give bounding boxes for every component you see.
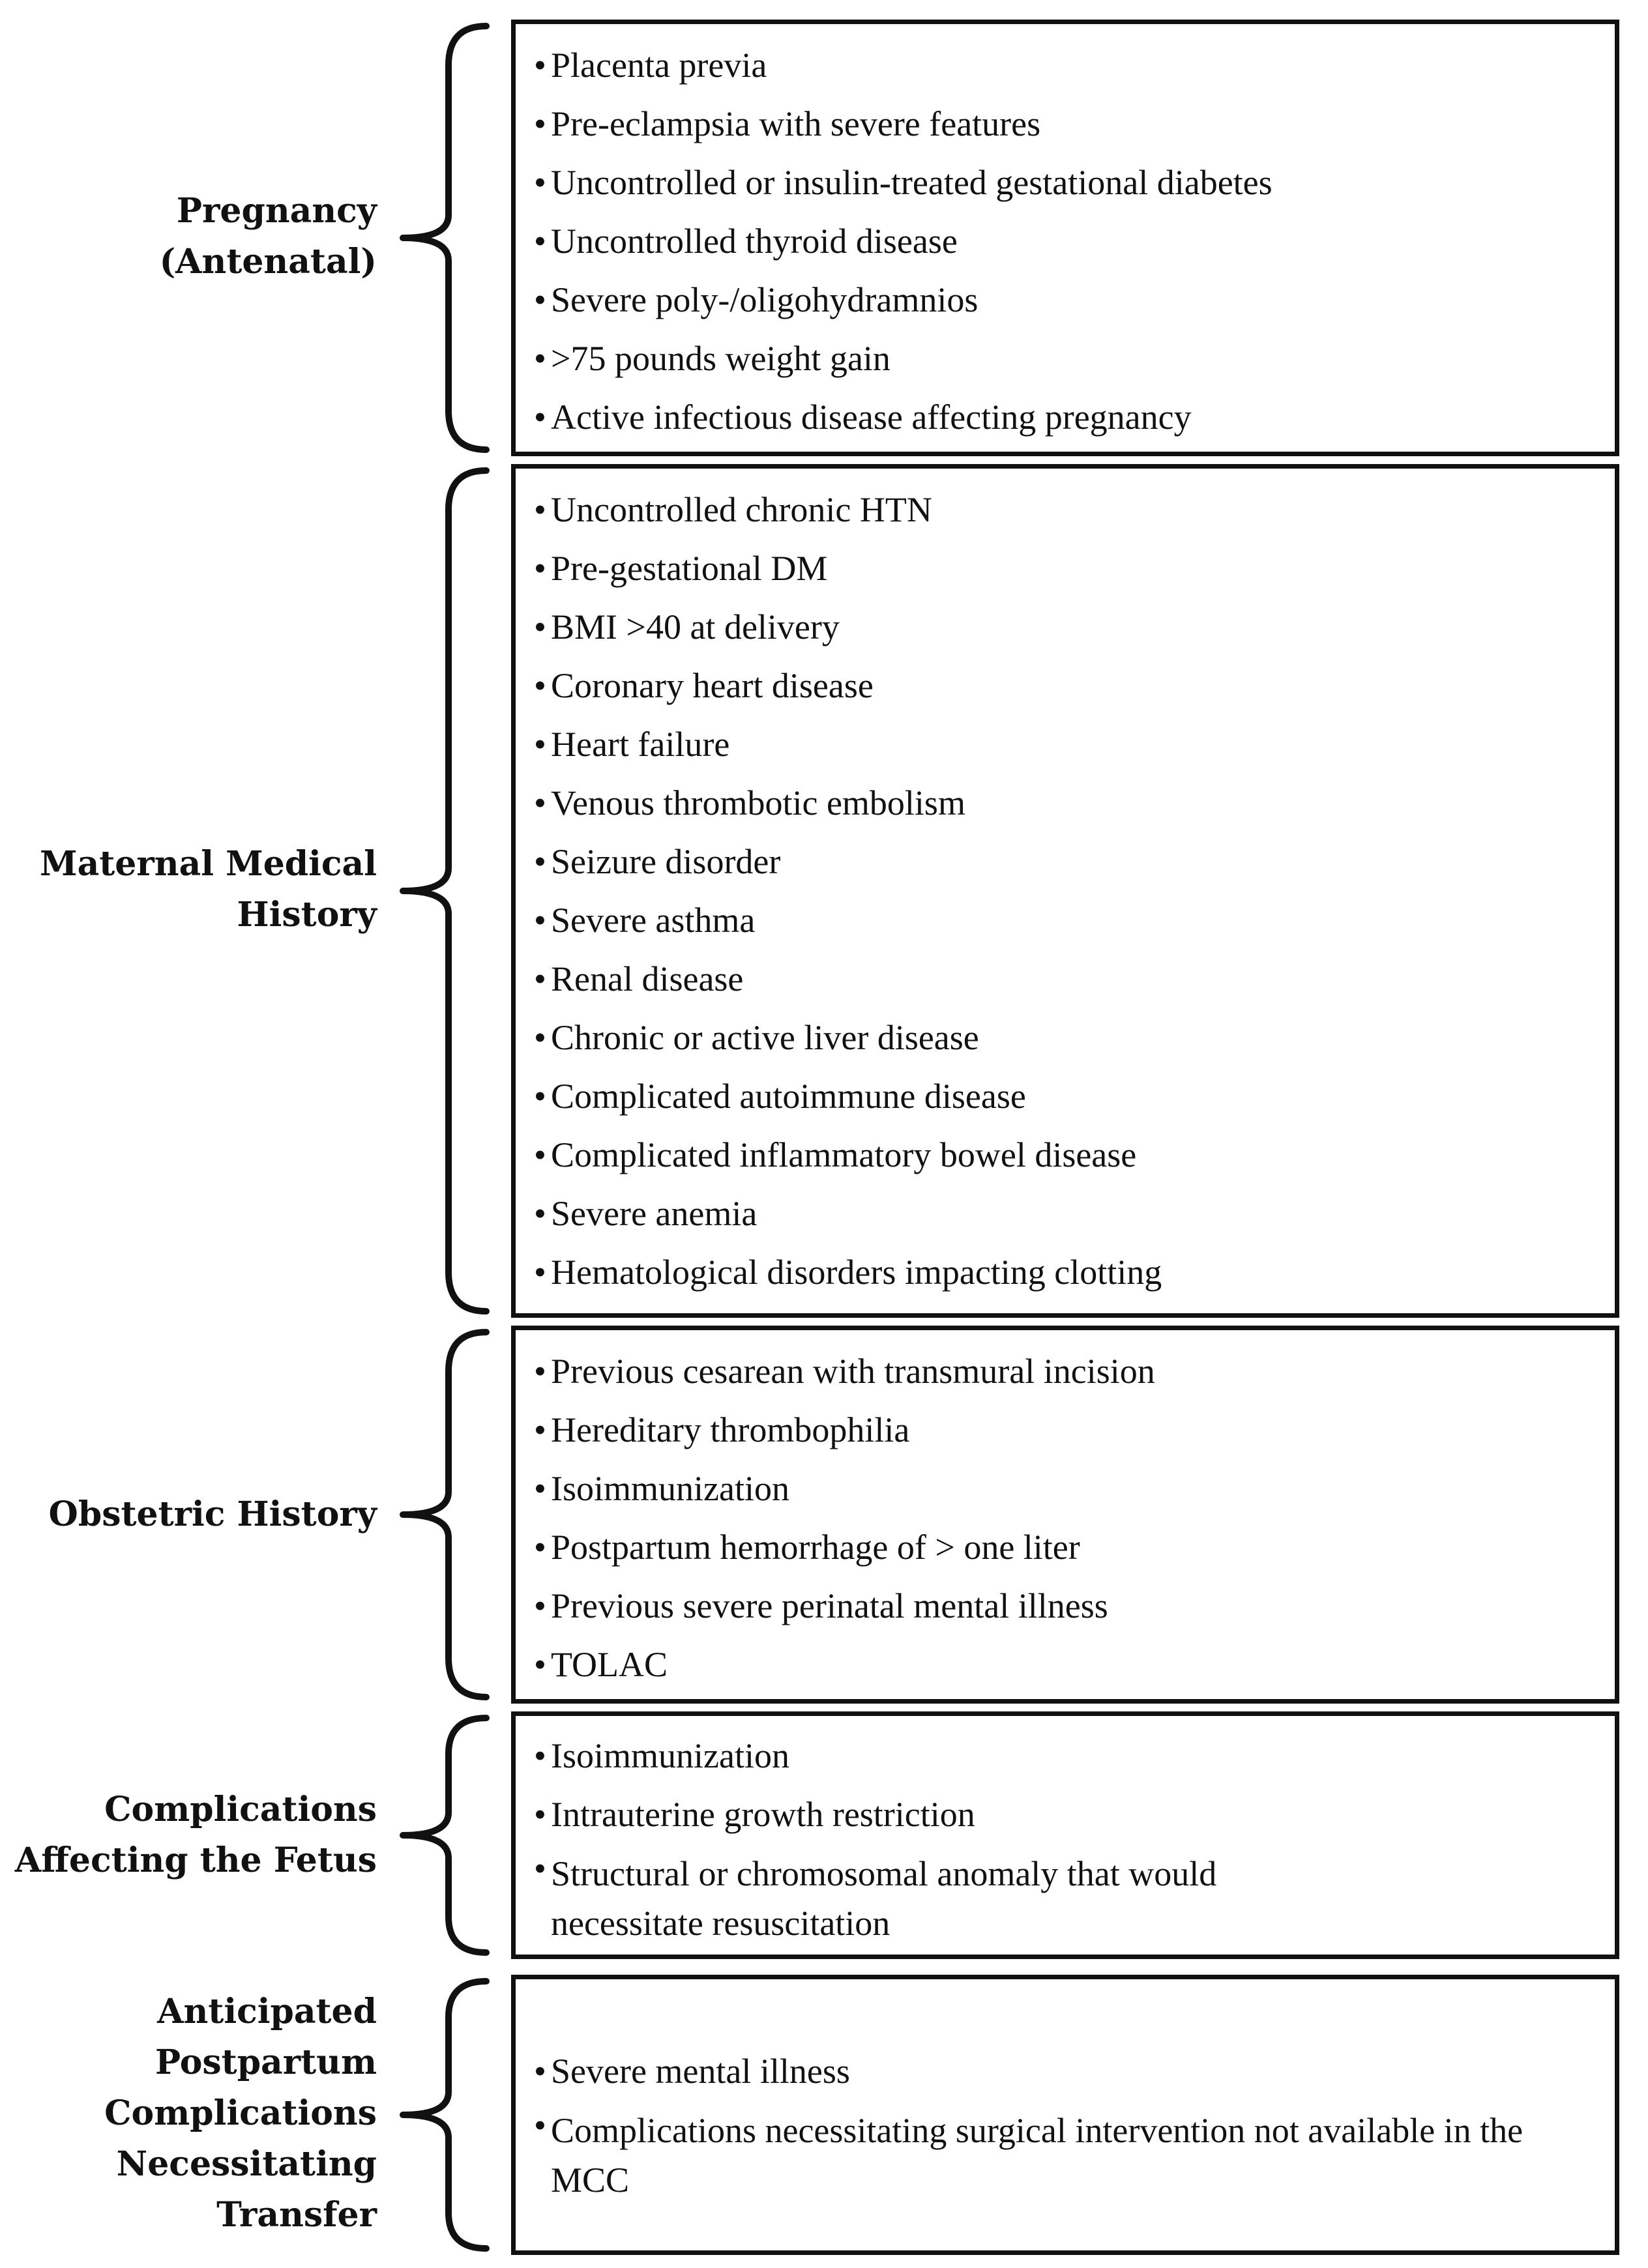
criteria-box: Isoimmunization Intrauterine growth rest…: [511, 1711, 1619, 1959]
category-label: Anticipated Postpartum Complications Nec…: [104, 1986, 377, 2241]
list-item: Chronic or active liver disease: [534, 1008, 1602, 1067]
list-item: Severe mental illness: [534, 2042, 1602, 2101]
category-label: Obstetric History: [49, 1489, 377, 1540]
list-item: >75 pounds weight gain: [534, 329, 1602, 388]
label-line: Transfer: [216, 2195, 377, 2235]
label-line: Obstetric History: [48, 1494, 377, 1534]
list-item: Complications necessitating surgical int…: [534, 2101, 1568, 2209]
label-line: Maternal Medical: [40, 844, 377, 884]
category-label: Pregnancy (Antenatal): [160, 186, 377, 287]
list-item: Pre-gestational DM: [534, 539, 1602, 598]
list-item: Severe asthma: [534, 891, 1602, 950]
list-item: Placenta previa: [534, 36, 1602, 94]
list-item: Hereditary thrombophilia: [534, 1401, 1602, 1459]
category-label: Maternal Medical History: [40, 839, 377, 940]
list-item: Postpartum hemorrhage of > one liter: [534, 1518, 1602, 1577]
list-item: Pre-eclampsia with severe features: [534, 94, 1602, 153]
criteria-list: Placenta previa Pre-eclampsia with sever…: [534, 36, 1602, 446]
bracket-brace: [400, 1329, 490, 1700]
label-line: Complications: [104, 1790, 377, 1829]
label-line: Postpartum: [155, 2043, 377, 2082]
list-item: Heart failure: [534, 715, 1602, 774]
list-item: Isoimmunization: [534, 1726, 1602, 1785]
list-item: Venous thrombotic embolism: [534, 774, 1602, 832]
list-item: BMI >40 at delivery: [534, 598, 1602, 656]
list-item: Intrauterine growth restriction: [534, 1785, 1602, 1844]
criteria-box: Previous cesarean with transmural incisi…: [511, 1326, 1619, 1704]
criteria-box: Placenta previa Pre-eclampsia with sever…: [511, 20, 1619, 456]
list-item: Isoimmunization: [534, 1459, 1602, 1518]
list-item: Seizure disorder: [534, 832, 1602, 891]
criteria-box: Uncontrolled chronic HTN Pre-gestational…: [511, 464, 1619, 1318]
label-line: History: [237, 895, 377, 935]
label-line: Complications: [104, 2093, 377, 2133]
label-line: Necessitating: [116, 2144, 377, 2184]
criteria-list: Uncontrolled chronic HTN Pre-gestational…: [534, 480, 1602, 1301]
section-fetal-complications: Complications Affecting the Fetus Isoimm…: [0, 1711, 1648, 1959]
label-line: Affecting the Fetus: [14, 1840, 377, 1880]
list-item: Active infectious disease affecting preg…: [534, 388, 1602, 446]
bracket-brace: [400, 23, 490, 453]
list-item: Renal disease: [534, 950, 1602, 1008]
list-item: Uncontrolled or insulin-treated gestatio…: [534, 153, 1602, 212]
list-item: Previous severe perinatal mental illness: [534, 1577, 1602, 1635]
criteria-list: Previous cesarean with transmural incisi…: [534, 1342, 1602, 1694]
label-line: (Antenatal): [159, 242, 377, 282]
list-item: Hematological disorders impacting clotti…: [534, 1243, 1602, 1301]
list-item: Uncontrolled chronic HTN: [534, 480, 1602, 539]
bracket-brace: [400, 1978, 490, 2252]
criteria-box: Severe mental illness Complications nece…: [511, 1975, 1619, 2255]
list-item: Uncontrolled thyroid disease: [534, 212, 1602, 270]
bracket-brace: [400, 467, 490, 1315]
list-item: Complicated autoimmune disease: [534, 1067, 1602, 1126]
list-item: Structural or chromosomal anomaly that w…: [534, 1844, 1307, 1952]
category-label: Complications Affecting the Fetus: [15, 1784, 377, 1886]
list-item: Coronary heart disease: [534, 656, 1602, 715]
section-pregnancy: Pregnancy (Antenatal) Placenta previa Pr…: [0, 20, 1648, 456]
section-postpartum-complications: Anticipated Postpartum Complications Nec…: [0, 1975, 1648, 2255]
list-item: Severe anemia: [534, 1184, 1602, 1243]
section-maternal-medical-history: Maternal Medical History Uncontrolled ch…: [0, 464, 1648, 1318]
section-obstetric-history: Obstetric History Previous cesarean with…: [0, 1326, 1648, 1704]
list-item: TOLAC: [534, 1635, 1602, 1694]
label-line: Anticipated: [157, 1992, 377, 2031]
list-item: Complicated inflammatory bowel disease: [534, 1126, 1602, 1184]
label-line: Pregnancy: [176, 191, 377, 231]
bracket-brace: [400, 1715, 490, 1956]
criteria-list: Severe mental illness Complications nece…: [534, 2042, 1602, 2209]
list-item: Previous cesarean with transmural incisi…: [534, 1342, 1602, 1401]
criteria-list: Isoimmunization Intrauterine growth rest…: [534, 1726, 1602, 1952]
list-item: Severe poly-/oligohydramnios: [534, 270, 1602, 329]
